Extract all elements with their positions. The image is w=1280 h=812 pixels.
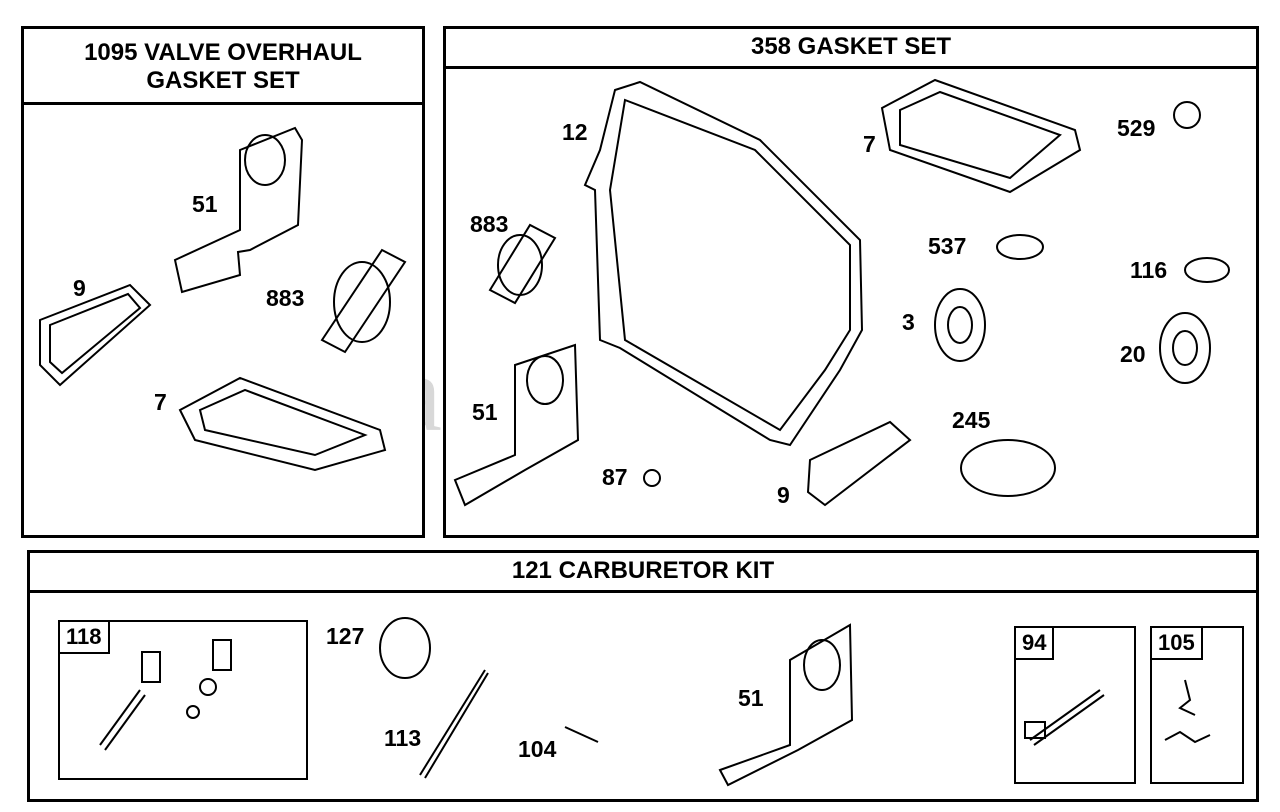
gasket-part-87-seal-drawing [643, 469, 661, 487]
gasket-label-9: 9 [777, 482, 790, 508]
valve-part-7-gasket-drawing [178, 376, 387, 472]
box-94-number: 94 [1014, 626, 1055, 660]
carb-label-104: 104 [518, 736, 557, 762]
gasket-part-116-ring-drawing [1184, 257, 1230, 283]
gasket-label-116: 116 [1130, 257, 1168, 283]
panel-title-gasket: 358 GASKET SET [446, 29, 1256, 69]
carb-part-105-needle-drawing [1164, 679, 1211, 744]
gasket-part-3-bearing-drawing [934, 288, 986, 362]
gasket-part-245-ring-drawing [960, 439, 1056, 497]
part-box-105: 105 [1150, 626, 1244, 784]
valve-label-51: 51 [192, 191, 218, 217]
gasket-label-245: 245 [952, 407, 991, 433]
part-box-118: 118 [58, 620, 308, 780]
gasket-part-529-plug-drawing [1173, 101, 1201, 129]
valve-title-line2: GASKET SET [146, 67, 300, 94]
panel-title-valve: 1095 VALVE OVERHAUL GASKET SET [24, 29, 422, 105]
valve-part-9-gasket-drawing [39, 283, 152, 387]
box-105-number: 105 [1150, 626, 1203, 660]
panel-carburetor-kit: 121 CARBURETOR KIT [27, 550, 1259, 802]
part-box-94: 94 [1014, 626, 1136, 784]
gasket-part-537-seal-drawing [996, 234, 1044, 260]
valve-part-51-gasket-drawing [173, 126, 304, 294]
carb-label-51: 51 [738, 685, 764, 711]
gasket-label-20: 20 [1120, 341, 1146, 367]
valve-part-883-gasket-drawing [320, 248, 407, 354]
valve-label-7: 7 [154, 389, 167, 415]
carb-part-51-gasket-drawing [718, 623, 854, 787]
carb-label-127: 127 [326, 623, 365, 649]
carb-part-94-screw-drawing [1024, 689, 1105, 746]
gasket-part-20-bearing-drawing [1159, 312, 1211, 384]
gasket-part-51-drawing [453, 343, 580, 507]
carb-part-113-needle-drawing [419, 669, 489, 779]
panel-title-carb: 121 CARBURETOR KIT [30, 553, 1256, 593]
gasket-label-883: 883 [470, 211, 509, 237]
gasket-label-3: 3 [902, 309, 915, 335]
gasket-part-883-drawing [488, 223, 557, 305]
gasket-part-7-drawing [880, 78, 1082, 194]
gasket-label-87: 87 [602, 464, 628, 490]
gasket-label-12: 12 [562, 119, 588, 145]
gasket-part-12-crankcase-gasket-drawing [583, 80, 864, 447]
carb-part-118-parts-drawing [99, 639, 232, 751]
gasket-label-537: 537 [928, 233, 967, 259]
carb-label-113: 113 [384, 725, 422, 751]
valve-title-line1: 1095 VALVE OVERHAUL [84, 39, 362, 66]
gasket-label-7: 7 [863, 131, 876, 157]
carb-part-104-pin-drawing [564, 726, 599, 743]
gasket-part-9-drawing [806, 420, 912, 507]
carb-part-127-gasket-drawing [379, 617, 431, 679]
panel-valve-overhaul-gasket-set: 1095 VALVE OVERHAUL GASKET SET [21, 26, 425, 538]
gasket-label-51: 51 [472, 399, 498, 425]
gasket-label-529: 529 [1117, 115, 1156, 141]
box-118-number: 118 [58, 620, 110, 654]
valve-label-9: 9 [73, 275, 86, 301]
valve-label-883: 883 [266, 285, 305, 311]
